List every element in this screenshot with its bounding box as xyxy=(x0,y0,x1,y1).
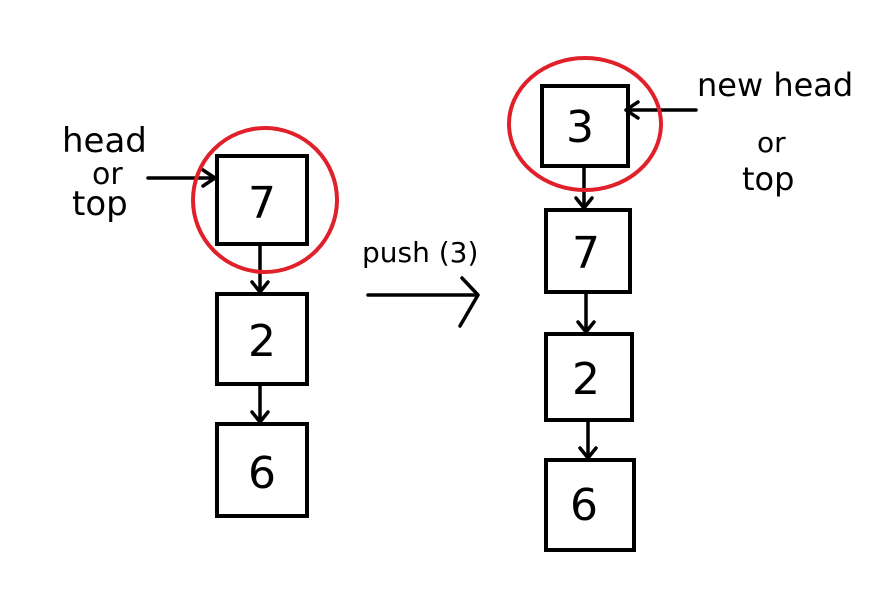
head-pointer-arrow xyxy=(146,168,217,188)
new-head-label-line3: top xyxy=(742,160,794,198)
node-value: 7 xyxy=(572,228,600,279)
transition-arrow xyxy=(366,276,480,328)
push-label: push (3) xyxy=(362,236,478,269)
next-link-arrow xyxy=(578,418,598,460)
head-label-line3: top xyxy=(72,184,128,224)
node-value: 2 xyxy=(572,354,600,405)
node-box xyxy=(215,292,309,386)
node-box xyxy=(215,154,309,246)
node-box xyxy=(215,422,309,518)
head-label-line1: head xyxy=(62,121,147,161)
new-head-label-line1: new head xyxy=(697,66,853,104)
node-value: 3 xyxy=(566,102,594,153)
head-highlight-circle xyxy=(191,126,339,274)
next-link-arrow xyxy=(574,164,594,210)
next-link-arrow xyxy=(576,290,596,334)
head-label-line2: or xyxy=(92,157,123,192)
node-box xyxy=(544,458,636,552)
new-head-highlight-circle xyxy=(507,56,663,192)
node-value: 7 xyxy=(248,178,276,229)
node-value: 2 xyxy=(248,316,276,367)
next-link-arrow xyxy=(250,382,270,424)
stack-after: 3 7 2 6 new head or top xyxy=(507,56,853,552)
next-link-arrow xyxy=(250,242,270,294)
node-value: 6 xyxy=(570,480,598,531)
node-box xyxy=(544,208,632,294)
node-value: 6 xyxy=(248,448,276,499)
stack-before: head or top 7 2 6 xyxy=(62,121,339,518)
push-operation: push (3) xyxy=(362,236,480,328)
new-head-label-line2: or xyxy=(757,126,786,159)
